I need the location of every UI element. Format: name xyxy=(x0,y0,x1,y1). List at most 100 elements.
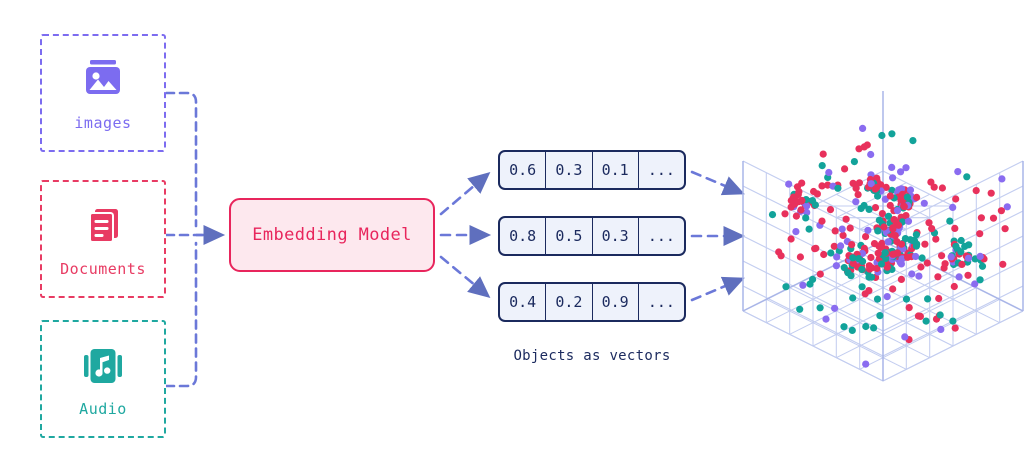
vector-point xyxy=(947,253,955,261)
vector-point xyxy=(941,260,949,268)
connector-model-to-vector-2 xyxy=(439,255,491,298)
vector-point xyxy=(875,216,884,224)
vector-point xyxy=(846,224,854,232)
vector-point xyxy=(866,263,874,271)
vector-point xyxy=(881,249,889,257)
vector-point xyxy=(884,212,893,220)
source-label-audio: Audio xyxy=(79,399,127,418)
vector-point xyxy=(862,322,870,331)
vector-cell: 0.6 xyxy=(500,152,547,188)
source-label-documents: Documents xyxy=(60,259,146,278)
vector-point xyxy=(877,243,885,252)
vector-point xyxy=(840,323,848,331)
vector-point xyxy=(873,264,881,273)
vector-cell: 0.3 xyxy=(593,218,639,254)
vector-point xyxy=(871,185,879,193)
vector-point xyxy=(838,225,846,233)
vector-point xyxy=(858,249,867,258)
vector-point xyxy=(855,255,863,263)
vector-point xyxy=(889,225,897,233)
vector-point xyxy=(858,265,866,274)
vector-point xyxy=(904,253,912,261)
vector-point xyxy=(818,162,826,170)
vector-point xyxy=(946,217,954,225)
vector-point xyxy=(934,273,942,281)
source-card-documents[interactable]: Documents xyxy=(40,180,166,298)
vector-point xyxy=(932,235,940,243)
vector-point xyxy=(873,295,882,303)
vector-point xyxy=(889,285,897,293)
connector-model-to-vector-0 xyxy=(439,171,491,216)
source-card-images[interactable]: images xyxy=(40,34,166,152)
vector-cell: 0.4 xyxy=(500,284,547,320)
vector-point xyxy=(897,240,906,248)
vector-point xyxy=(816,270,824,278)
vector-point xyxy=(905,304,913,312)
vector-point xyxy=(952,195,960,203)
vector-cell: 0.1 xyxy=(593,152,639,188)
vector-point xyxy=(902,295,911,303)
vector-point xyxy=(768,211,777,219)
vector-point xyxy=(927,178,935,186)
vector-point xyxy=(874,249,882,257)
vector-point xyxy=(876,312,884,320)
vector-point xyxy=(820,250,828,259)
vector-point xyxy=(858,283,866,291)
vector-point xyxy=(799,281,807,289)
vector-point xyxy=(874,227,882,235)
vector-point xyxy=(978,262,987,270)
vector-point xyxy=(842,215,850,223)
vector-point xyxy=(870,324,878,332)
vector-point xyxy=(922,317,930,325)
vector-point xyxy=(900,202,908,210)
source-card-audio[interactable]: Audio xyxy=(40,320,166,438)
vector-point xyxy=(972,187,980,195)
vector-point xyxy=(906,186,915,194)
vector-point xyxy=(1003,203,1011,211)
vectors-caption: Objects as vectors xyxy=(513,348,671,364)
vector-point xyxy=(928,225,936,233)
vector-point xyxy=(862,233,870,241)
vector-point xyxy=(849,179,857,187)
vector-point xyxy=(912,231,921,239)
vector-point xyxy=(812,244,820,252)
connector-vector-0-to-space xyxy=(690,170,745,196)
vector-point xyxy=(998,175,1006,183)
vector-point xyxy=(918,254,926,262)
vector-point xyxy=(882,183,890,191)
vector-point xyxy=(831,227,839,235)
embedding-model-box[interactable]: Embedding Model xyxy=(229,198,435,272)
vector-point xyxy=(976,276,984,284)
vector-point xyxy=(865,273,873,281)
vector-point xyxy=(954,168,962,176)
vector-point xyxy=(951,224,959,232)
3d-vector-space xyxy=(742,91,1024,382)
vector-point xyxy=(787,235,795,243)
vector-point xyxy=(971,280,979,288)
vector-point xyxy=(864,226,872,234)
vector-point xyxy=(839,231,847,239)
vector-point xyxy=(925,219,933,227)
vector-point xyxy=(818,182,826,190)
vector-point xyxy=(902,212,910,220)
vector-point xyxy=(867,150,875,159)
vector-point xyxy=(848,241,856,249)
vector-point xyxy=(894,249,902,257)
vector-point xyxy=(810,187,818,196)
vector-point xyxy=(816,304,824,312)
vector-point xyxy=(904,217,913,225)
vector-point xyxy=(952,242,960,250)
vector-point xyxy=(798,196,806,205)
vector-point xyxy=(837,242,845,250)
vector-point xyxy=(818,217,826,225)
vector-point xyxy=(849,259,857,267)
connector-vector-2-to-space xyxy=(690,276,745,302)
vector-point xyxy=(796,253,805,261)
vector-point xyxy=(909,137,917,145)
vector-cell: ... xyxy=(647,161,675,179)
grid-line-wall-left xyxy=(742,160,884,232)
vector-point xyxy=(865,287,873,295)
